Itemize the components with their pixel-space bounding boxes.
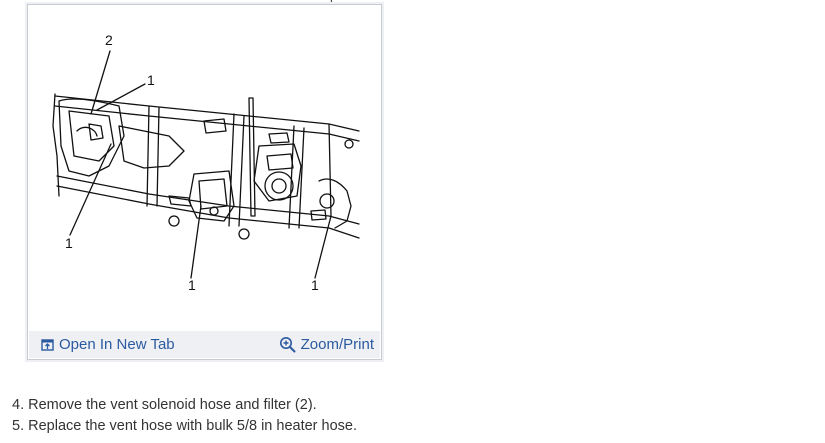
callout-2: 2 xyxy=(105,32,113,48)
procedure-steps: 4. Remove the vent solenoid hose and fil… xyxy=(12,395,357,437)
callout-1-c: 1 xyxy=(188,277,196,293)
open-in-new-tab-link[interactable]: Open In New Tab xyxy=(41,336,175,353)
zoom-in-icon xyxy=(279,336,296,353)
step-5: 5. Replace the vent hose with bulk 5/8 i… xyxy=(12,418,357,434)
callout-1-a: 1 xyxy=(147,72,155,88)
zoom-print-link[interactable]: Zoom/Print xyxy=(279,336,374,353)
callout-1-d: 1 xyxy=(311,277,319,293)
chassis-frame-diagram[interactable]: 2 1 1 1 1 xyxy=(29,6,381,332)
zoom-print-label: Zoom/Print xyxy=(300,336,374,353)
step-4: 4. Remove the vent solenoid hose and fil… xyxy=(12,397,317,413)
callout-1-b: 1 xyxy=(65,235,73,251)
open-in-new-tab-label: Open In New Tab xyxy=(59,336,175,353)
figure-toolbar: Open In New Tab Zoom/Print xyxy=(29,331,380,358)
cropped-text-fragment: ( xyxy=(330,0,334,7)
open-new-tab-icon xyxy=(41,338,54,351)
figure-card: 2 1 1 1 1 Open In New Tab xyxy=(27,4,382,360)
